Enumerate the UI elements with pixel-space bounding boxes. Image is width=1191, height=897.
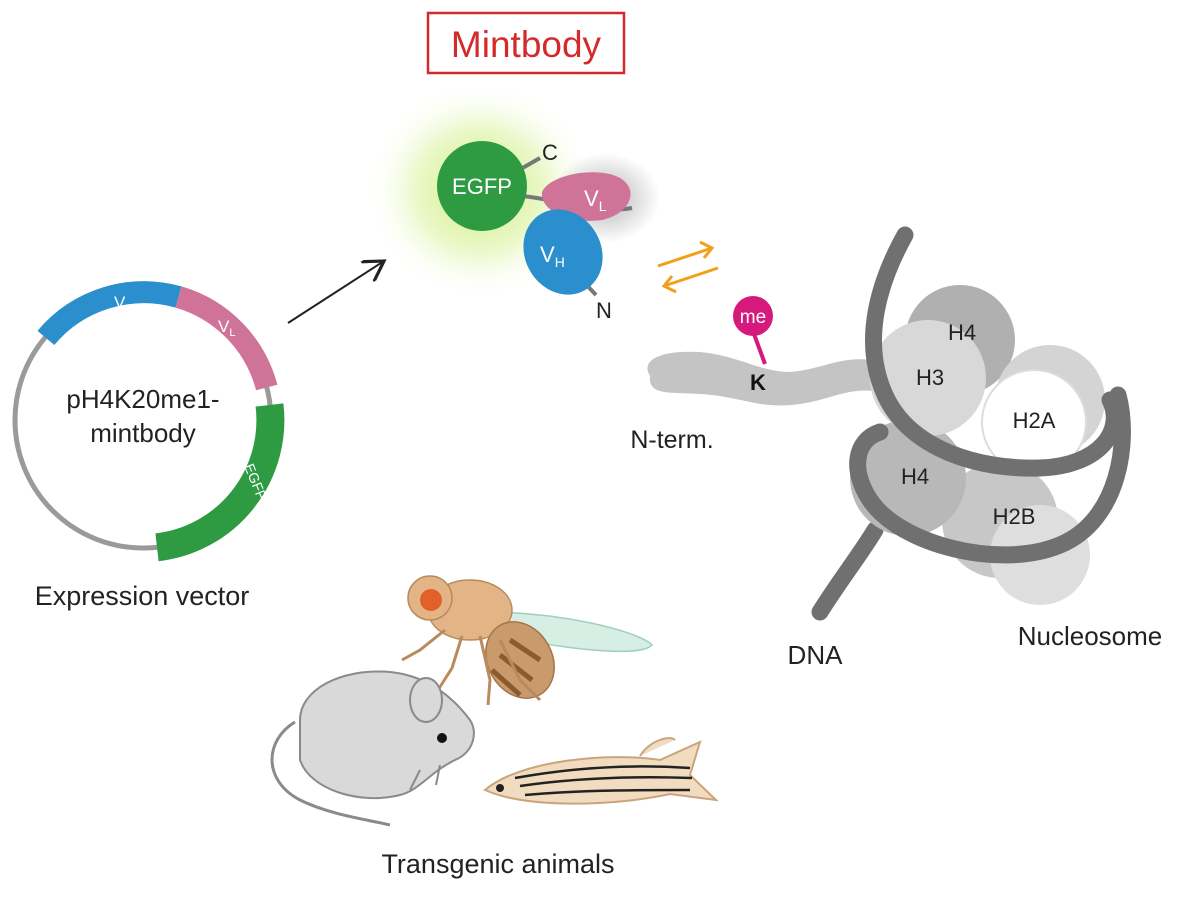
me-label: me [740,307,766,328]
plasmid-name-line1: pH4K20me1- [66,384,219,414]
lysine-label: K [750,370,766,395]
histone-label-h4-bottom: H4 [901,464,929,489]
mintbody-title: Mintbody [426,11,626,75]
zebrafish-body [483,740,719,805]
binding-equilibrium-arrows [657,240,719,294]
histone-label-h2b: H2B [993,504,1036,529]
mouse-tail [270,720,391,827]
plasmid-vh-label: VH [114,293,133,315]
expression-arrow [287,261,384,324]
plasmid-egfp-segment [155,403,285,562]
zebrafish-stripes [514,765,693,797]
egfp-domain [437,141,527,231]
n-terminus-label: N [596,298,612,323]
dna-lower-wrap [849,386,1131,564]
dna-lower-end [811,521,884,621]
plasmid-vl-label: VL [218,317,235,339]
mouse-body [299,670,475,799]
plasmid-vh-segment [37,281,182,346]
histone-tail [647,351,880,406]
mintbody-protein: VL VH EGFP C N [365,80,660,323]
mouse-illustration [270,670,475,827]
dna-upper-wrap [865,226,1123,477]
c-terminus-label: C [542,140,558,165]
fly-legs [401,628,542,706]
expression-vector-caption: Expression vector [35,581,250,611]
fly-eye [420,589,442,611]
vh-domain [523,209,603,295]
mintbody-vh-label: VH [540,242,565,270]
mintbody-egfp-label: EGFP [452,174,512,199]
fly-illustration [401,575,654,706]
zebrafish-illustration [483,737,719,805]
n-term-label: N-term. [630,426,713,454]
dna-label: DNA [788,640,844,670]
histone-label-h2a: H2A [1013,408,1056,433]
nucleosome: H4 H3 H2A H4 H2B [647,226,1131,621]
expression-vector: VH VL EGFP pH4K20me1- mintbody Expressio… [12,281,285,611]
vl-domain [541,172,631,221]
plasmid-vl-segment [175,286,278,391]
svg-text:Mintbody: Mintbody [451,24,602,65]
histone-label-h4-top: H4 [948,320,976,345]
mouse-ear [409,677,443,723]
mintbody-vl-label: VL [584,186,607,214]
histone-label-h3: H3 [916,365,944,390]
transgenic-animals-caption: Transgenic animals [381,849,614,879]
mouse-eye [437,733,447,743]
nucleosome-label: Nucleosome [1018,621,1163,651]
plasmid-name-line2: mintbody [90,418,196,448]
zebrafish-eye [496,784,504,792]
methyl-lysine-mark: me K [733,296,773,395]
